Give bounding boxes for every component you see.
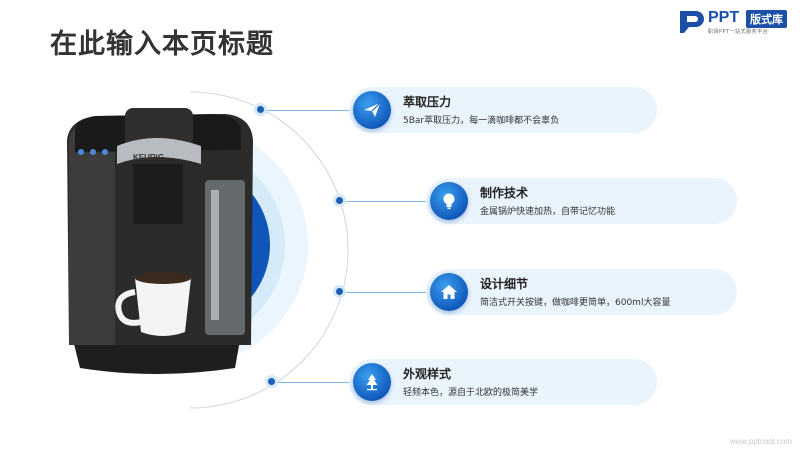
brand-logo: PPT 版式库 职场PPT一站式服务平台 bbox=[678, 9, 794, 37]
feature-title: 外观样式 bbox=[403, 367, 452, 381]
feature-card-extraction: 萃取压力 5Bar萃取压力，每一滴咖啡都不会辜负 bbox=[349, 87, 657, 133]
home-icon bbox=[430, 273, 468, 311]
page-title: 在此输入本页标题 bbox=[50, 29, 274, 60]
lightbulb-icon bbox=[430, 182, 468, 220]
tree-icon bbox=[353, 363, 391, 401]
connector-dot-2 bbox=[333, 194, 346, 207]
logo-tagline: 职场PPT一站式服务平台 bbox=[708, 29, 769, 35]
logo-badge: 版式库 bbox=[746, 10, 787, 28]
connector-dot-1 bbox=[254, 103, 267, 116]
feature-title: 设计细节 bbox=[480, 277, 529, 291]
connector-line-2 bbox=[344, 201, 432, 202]
feature-card-appearance: 外观样式 轻频本色，源自于北欧的极简美学 bbox=[349, 359, 657, 405]
feature-card-technique: 制作技术 金属锅炉快速加热，自带记忆功能 bbox=[426, 178, 737, 224]
feature-desc: 轻频本色，源自于北欧的极简美学 bbox=[403, 388, 539, 398]
coffee-machine-image: KEURIG bbox=[67, 108, 253, 374]
paper-plane-icon bbox=[353, 91, 391, 129]
feature-title: 萃取压力 bbox=[403, 95, 452, 109]
feature-desc: 简洁式开关按键，做咖啡更简单，600ml大容量 bbox=[480, 298, 671, 308]
connector-line-3 bbox=[344, 292, 432, 293]
connector-dot-4 bbox=[265, 375, 278, 388]
feature-desc: 金属锅炉快速加热，自带记忆功能 bbox=[480, 207, 616, 217]
ppt-logo-icon bbox=[680, 11, 704, 33]
logo-ppt-text: PPT bbox=[708, 9, 740, 26]
connector-line-4 bbox=[276, 382, 355, 383]
feature-card-design: 设计细节 简洁式开关按键，做咖啡更简单，600ml大容量 bbox=[426, 269, 737, 315]
machine-brand-label: KEURIG bbox=[133, 153, 164, 162]
connector-line-1 bbox=[265, 110, 355, 111]
feature-title: 制作技术 bbox=[480, 186, 529, 200]
feature-desc: 5Bar萃取压力，每一滴咖啡都不会辜负 bbox=[403, 116, 560, 126]
connector-dot-3 bbox=[333, 285, 346, 298]
watermark: www.pptcool.com bbox=[729, 437, 792, 446]
